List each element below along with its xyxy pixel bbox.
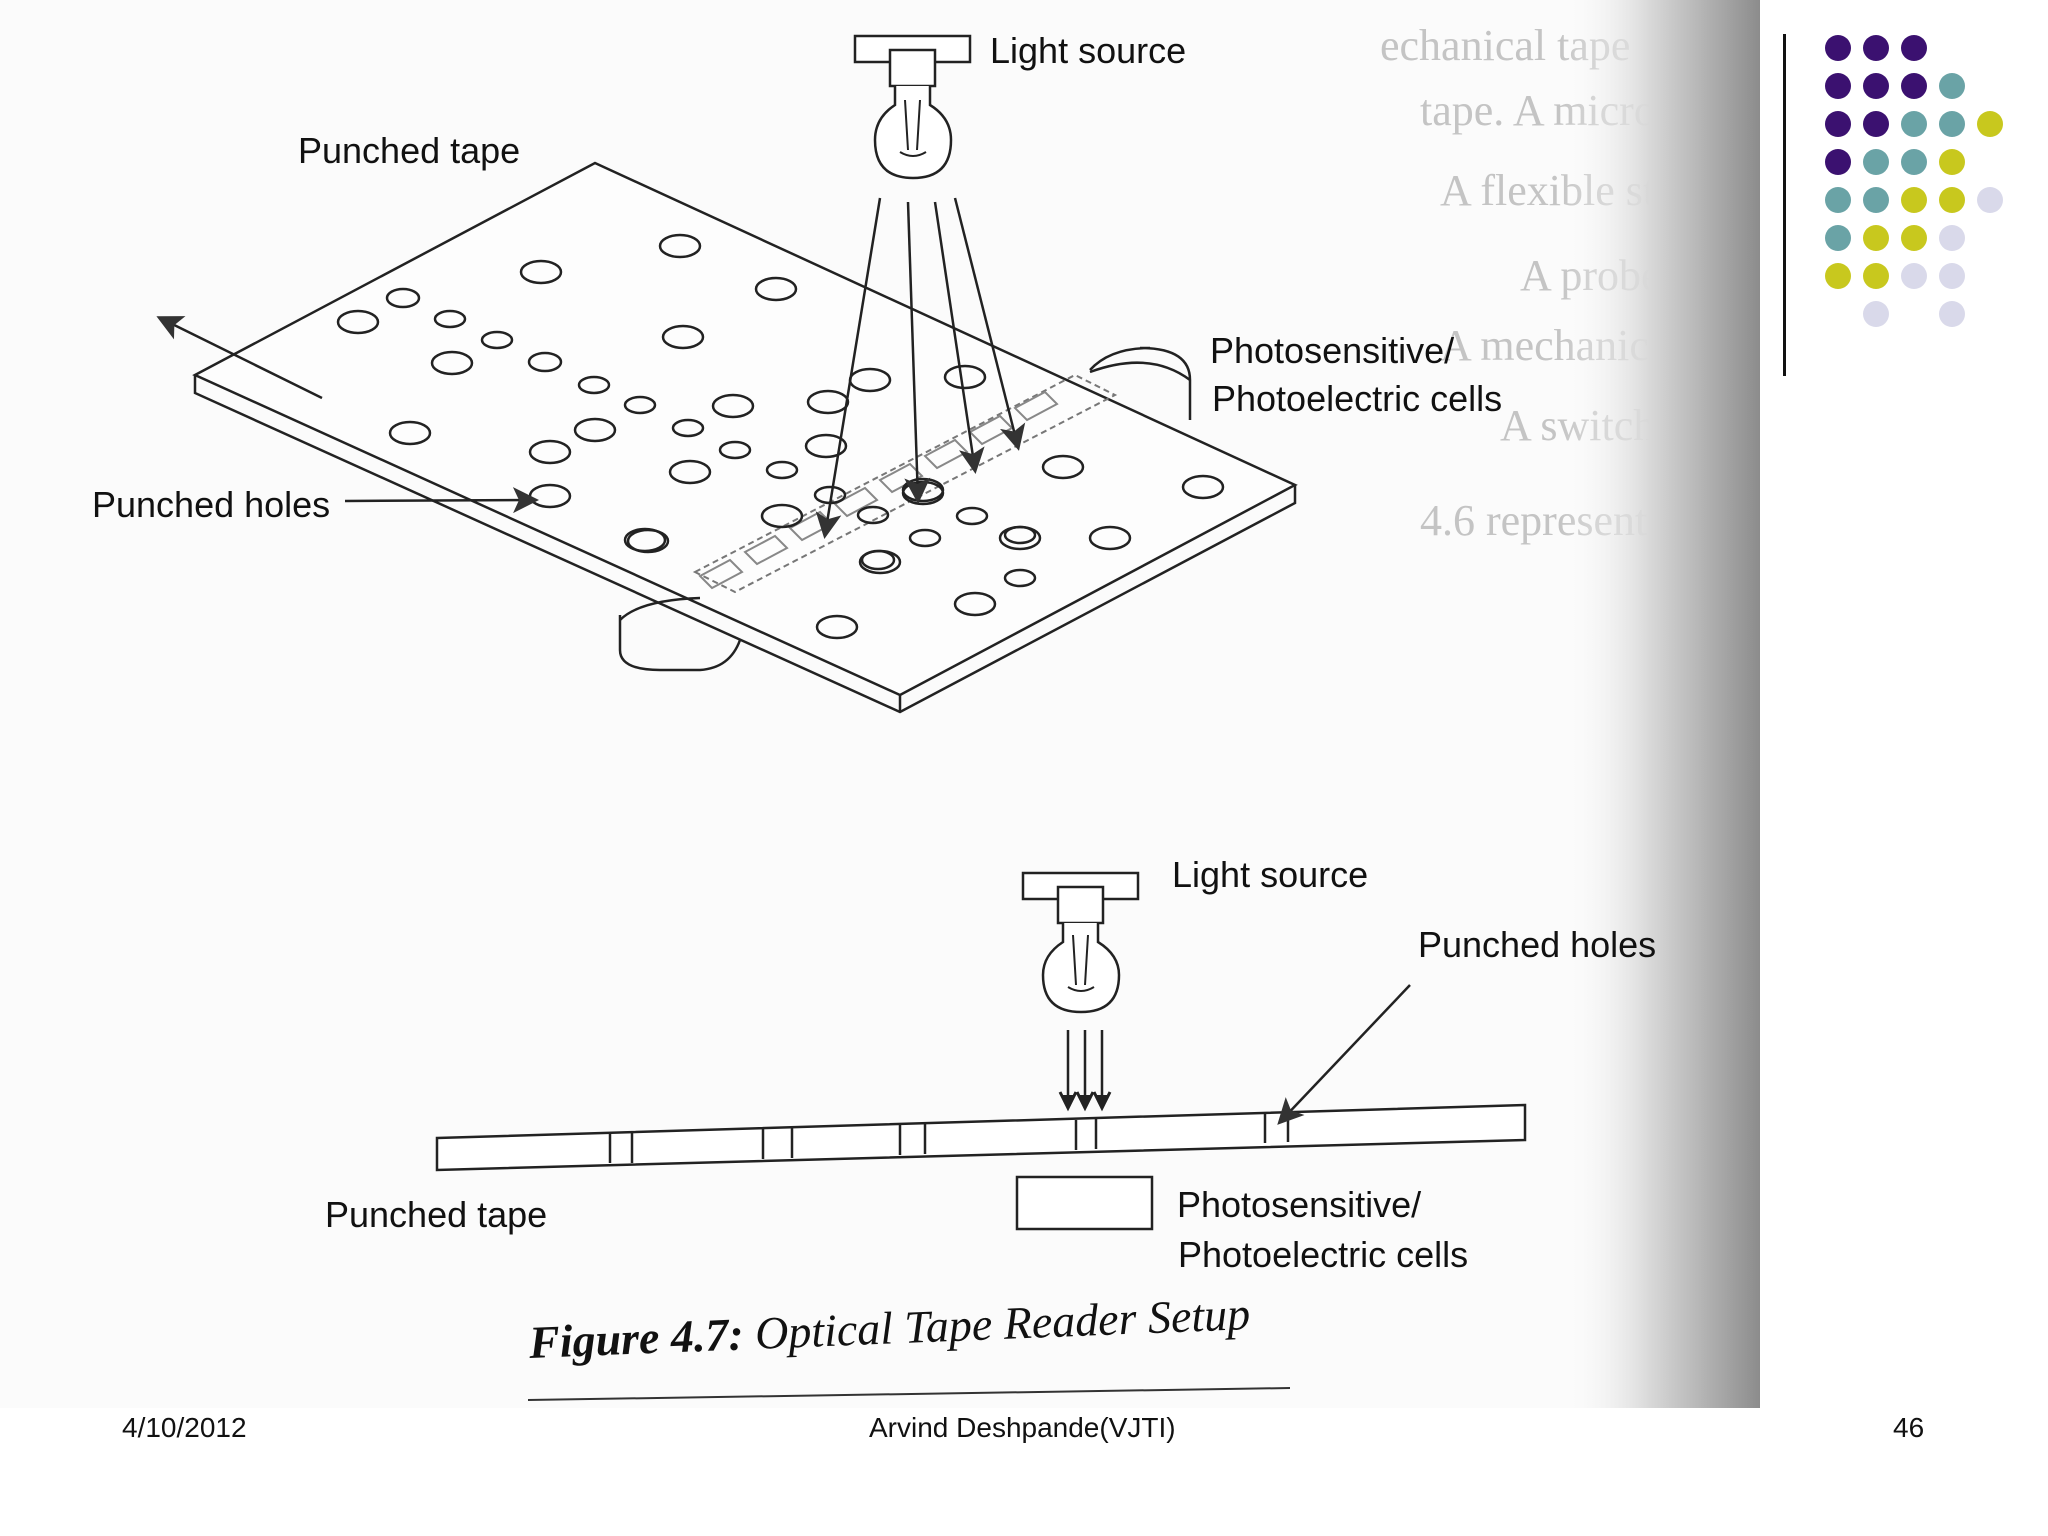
photocell-strip <box>692 373 1118 594</box>
decorative-dot <box>1939 187 1965 213</box>
scanned-figure: echanical tape tape. A micro A flexible … <box>92 0 1760 1408</box>
label-photocells-top-2: Photoelectric cells <box>1212 378 1503 419</box>
decorative-dot <box>1863 35 1889 61</box>
decorative-dot <box>1939 301 1965 327</box>
decorative-dot <box>1901 111 1927 137</box>
decorative-dot <box>1825 225 1851 251</box>
decorative-dot <box>1825 187 1851 213</box>
label-punched-tape-top: Punched tape <box>298 130 521 171</box>
decorative-dot <box>1939 149 1965 175</box>
punched-holes-pointer-bottom <box>1277 984 1411 1125</box>
decorative-dot <box>1825 111 1851 137</box>
label-punched-holes-top: Punched holes <box>92 484 331 525</box>
photocell-box <box>1015 1175 1154 1231</box>
spine-shadow <box>1560 0 1760 1408</box>
label-light-source-bottom: Light source <box>1172 854 1369 895</box>
decorative-dot <box>1939 263 1965 289</box>
decorative-dot <box>1977 187 2003 213</box>
decorative-dot <box>1825 73 1851 99</box>
label-photocells-top-1: Photosensitive/ <box>1210 330 1455 371</box>
decorative-dot <box>1863 111 1889 137</box>
light-source-lamp-top <box>853 34 972 180</box>
caption-rule <box>527 1387 1291 1401</box>
reader-bar-front <box>618 615 742 672</box>
decorative-dot <box>1863 187 1889 213</box>
punched-holes-top <box>336 233 1225 640</box>
decorative-dot <box>1901 35 1927 61</box>
footer-page-number: 46 <box>1893 1412 1925 1443</box>
decorative-dot <box>1901 187 1927 213</box>
decorative-dot <box>1825 263 1851 289</box>
label-punched-holes-bottom: Punched holes <box>1418 924 1657 965</box>
decorative-dot <box>1901 149 1927 175</box>
decorative-dot <box>1825 35 1851 61</box>
bottom-diagram <box>435 871 1527 1231</box>
decorative-dot <box>1863 73 1889 99</box>
label-light-source-top: Light source <box>990 30 1187 71</box>
decorative-dot <box>1863 149 1889 175</box>
decorative-dot <box>1901 225 1927 251</box>
reader-bar-back <box>1089 346 1192 420</box>
decorative-dot <box>1825 149 1851 175</box>
decorative-dot <box>1863 263 1889 289</box>
decorative-dot <box>1977 111 2003 137</box>
vertical-divider <box>1783 34 1786 376</box>
label-photocells-bottom-1: Photosensitive/ <box>1177 1184 1422 1225</box>
photocell-windows <box>698 390 1059 590</box>
decorative-dot <box>1863 225 1889 251</box>
decorative-dot <box>1939 225 1965 251</box>
footer-date: 4/10/2012 <box>122 1412 247 1443</box>
top-diagram <box>156 34 1298 714</box>
decorative-dot <box>1939 111 1965 137</box>
light-rays-top <box>815 197 1026 539</box>
label-punched-tape-bottom: Punched tape <box>325 1194 548 1235</box>
decorative-dot <box>1939 73 1965 99</box>
tape-direction-arrow <box>156 316 323 400</box>
tape-reader-drawing: echanical tape tape. A micro A flexible … <box>156 0 1760 1408</box>
decorative-dot <box>1863 301 1889 327</box>
decorative-dot <box>1901 263 1927 289</box>
tape-side-view <box>435 1103 1527 1172</box>
punched-holes-pointer <box>344 487 539 514</box>
light-rays-bottom <box>1058 1030 1112 1112</box>
label-photocells-bottom-2: Photoelectric cells <box>1178 1234 1469 1275</box>
footer-author: Arvind Deshpande(VJTI) <box>869 1412 1176 1443</box>
decorative-dot <box>1901 73 1927 99</box>
light-source-lamp-bottom <box>1021 871 1140 1014</box>
